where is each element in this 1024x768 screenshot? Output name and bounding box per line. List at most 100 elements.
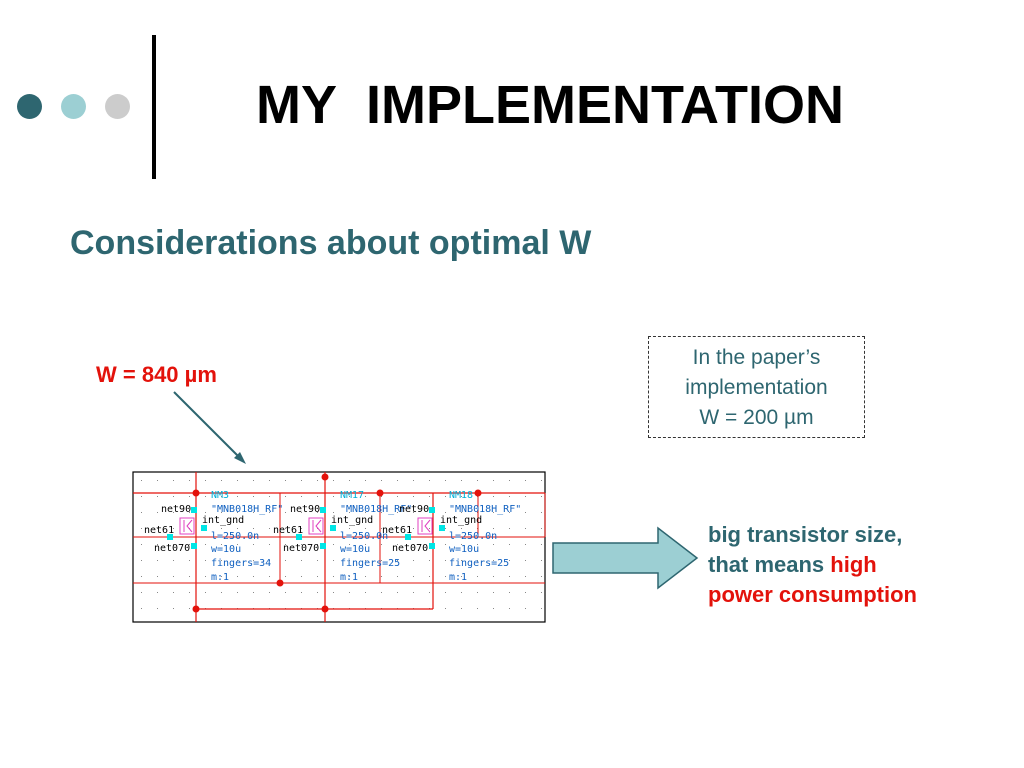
grid-dot [189, 496, 190, 497]
conclusion-line-2: that means high [708, 550, 917, 580]
grid-dot [205, 512, 206, 513]
grid-dot [269, 576, 270, 577]
net-label-bulk: int_gnd [202, 515, 244, 526]
grid-dot [413, 528, 414, 529]
transistor-symbol [308, 517, 324, 535]
grid-dot [477, 576, 478, 577]
title-divider [152, 35, 156, 179]
grid-dot [237, 480, 238, 481]
schematic: net90net61net070int_gndNM3"MNB018H_RF"l=… [132, 471, 546, 623]
grid-dot [349, 512, 350, 513]
grid-dot [525, 512, 526, 513]
net-label-gate: net61 [273, 525, 303, 536]
grid-dot [301, 560, 302, 561]
grid-dot [205, 576, 206, 577]
grid-dot [397, 528, 398, 529]
grid-dot [141, 544, 142, 545]
grid-dot [141, 576, 142, 577]
grid-dot [541, 560, 542, 561]
conclusion-highlight-power: power consumption [708, 582, 917, 607]
grid-dot [509, 496, 510, 497]
grid-dot [173, 608, 174, 609]
pointer-arrow [173, 391, 246, 464]
grid-dot [141, 512, 142, 513]
grid-dot [285, 512, 286, 513]
grid-dot [253, 480, 254, 481]
pin-marker [296, 534, 302, 540]
grid-dot [237, 512, 238, 513]
block-arrow-icon [552, 526, 699, 590]
grid-dot [429, 528, 430, 529]
grid-dot [413, 576, 414, 577]
grid-dot [349, 528, 350, 529]
grid-dot [141, 480, 142, 481]
grid-dot [237, 576, 238, 577]
grid-dot [429, 560, 430, 561]
grid-dot [173, 560, 174, 561]
grid-dot [397, 544, 398, 545]
device-model: "MNB018H_RF" [340, 504, 412, 515]
device-length: l=250.0n [449, 531, 497, 542]
grid-dot [509, 480, 510, 481]
grid-dot [317, 560, 318, 561]
grid-dot [461, 512, 462, 513]
grid-dot [269, 512, 270, 513]
grid-dot [349, 496, 350, 497]
note-line-1: In the paper’s [692, 346, 821, 369]
grid-dot [365, 576, 366, 577]
grid-dot [317, 512, 318, 513]
grid-dot [397, 576, 398, 577]
grid-dot [477, 608, 478, 609]
grid-dot [525, 592, 526, 593]
grid-dot [493, 496, 494, 497]
grid-dot [365, 560, 366, 561]
device-fingers: fingers=25 [340, 558, 400, 569]
grid-dot [525, 528, 526, 529]
net-label-bulk: int_gnd [331, 515, 373, 526]
grid-dot [493, 592, 494, 593]
grid-dot [141, 496, 142, 497]
grid-dot [429, 496, 430, 497]
grid-dot [221, 528, 222, 529]
grid-dot [253, 544, 254, 545]
grid-dot [205, 480, 206, 481]
grid-dot [413, 480, 414, 481]
width-label: W = 840 µm [96, 362, 217, 387]
grid-dot [381, 496, 382, 497]
grid-dot [285, 560, 286, 561]
grid-dot [333, 480, 334, 481]
grid-dot [221, 592, 222, 593]
grid-dot [509, 528, 510, 529]
grid-dot [381, 576, 382, 577]
grid-dot [461, 528, 462, 529]
device-fingers: fingers=25 [449, 558, 509, 569]
grid-dot [445, 512, 446, 513]
grid-dot [317, 544, 318, 545]
grid-dot [413, 512, 414, 513]
grid-dot [317, 592, 318, 593]
grid-dot [525, 496, 526, 497]
grid-dot [509, 608, 510, 609]
grid-dot [189, 576, 190, 577]
grid-dot [285, 576, 286, 577]
grid-dot [509, 592, 510, 593]
grid-dot [173, 528, 174, 529]
grid-dot [157, 496, 158, 497]
grid-dot [189, 608, 190, 609]
grid-dot [285, 480, 286, 481]
conclusion-highlight-high: high [830, 552, 877, 577]
grid-dot [253, 576, 254, 577]
grid-dot [269, 480, 270, 481]
grid-dot [349, 576, 350, 577]
grid-dot [157, 528, 158, 529]
grid-dot [157, 576, 158, 577]
grid-dot [173, 480, 174, 481]
grid-dot [285, 528, 286, 529]
net-label-drain: net90 [399, 504, 429, 515]
device-model: "MNB018H_RF" [449, 504, 521, 515]
grid-dot [461, 576, 462, 577]
grid-dot [493, 576, 494, 577]
grid-dot [269, 592, 270, 593]
grid-dot [301, 496, 302, 497]
